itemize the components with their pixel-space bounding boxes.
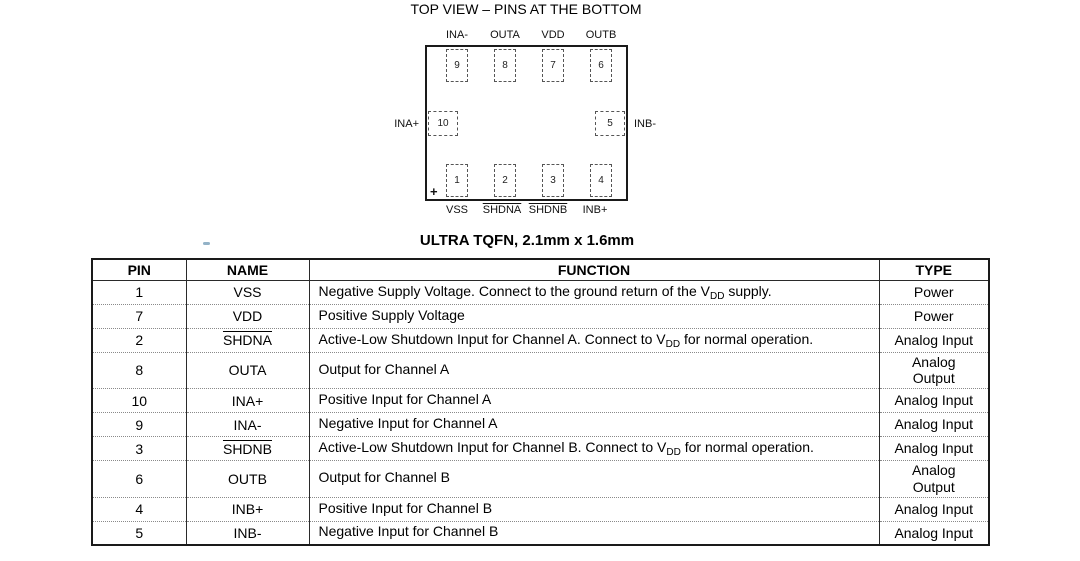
table-row: 5 INB- Negative Input for Channel B Anal… xyxy=(91,520,990,546)
name-cell: SHDNB xyxy=(185,436,310,461)
stray-mark xyxy=(203,242,210,245)
pin-cell: 5 xyxy=(91,520,187,546)
col-header-name: NAME xyxy=(185,259,310,281)
pin-label-inb-plus: INB+ xyxy=(582,204,608,216)
polarity-mark: + xyxy=(430,184,438,199)
function-cell: Output for Channel B xyxy=(308,460,880,498)
function-cell: Output for Channel A xyxy=(308,351,880,389)
pin-cell: 10 xyxy=(91,388,187,413)
name-cell: VDD xyxy=(185,303,310,328)
type-cell: Analog Output xyxy=(878,351,990,389)
function-text: for normal operation. xyxy=(680,330,814,347)
function-cell: Positive Input for Channel A xyxy=(308,388,880,413)
pin-pad-10: 10 xyxy=(428,111,458,136)
name-cell: SHDNA xyxy=(185,327,310,352)
table-row: 3 SHDNB Active-Low Shutdown Input for Ch… xyxy=(91,436,990,461)
function-text: Active-Low Shutdown Input for Channel B.… xyxy=(318,439,667,456)
function-cell: Active-Low Shutdown Input for Channel B.… xyxy=(308,436,880,461)
table-row: 9 INA- Negative Input for Channel A Anal… xyxy=(91,412,990,437)
name-cell: OUTA xyxy=(185,351,310,389)
pin-label-outb: OUTB xyxy=(585,29,617,41)
col-header-pin: PIN xyxy=(91,259,187,281)
function-text: Negative Supply Voltage. Connect to the … xyxy=(318,282,710,299)
function-text: Output for Channel B xyxy=(318,469,451,486)
pin-label-outa: OUTA xyxy=(490,29,520,41)
function-text: Negative Input for Channel B xyxy=(318,523,499,540)
pin-label-vss: VSS xyxy=(445,204,468,216)
type-cell: Analog Input xyxy=(878,412,990,437)
table-row: 8 OUTA Output for Channel A Analog Outpu… xyxy=(91,351,990,389)
name-cell: INB+ xyxy=(185,496,310,522)
pin-pad-9: 9 xyxy=(446,49,468,82)
pin-cell: 3 xyxy=(91,436,187,461)
pin-cell: 2 xyxy=(91,327,187,352)
function-cell: Negative Input for Channel B xyxy=(308,520,880,546)
table-row: 10 INA+ Positive Input for Channel A Ana… xyxy=(91,388,990,413)
type-cell: Power xyxy=(878,303,990,328)
pin-pad-6: 6 xyxy=(590,49,612,82)
name-cell: INB- xyxy=(185,520,310,546)
table-header-row: PIN NAME FUNCTION TYPE xyxy=(91,259,990,281)
function-text: Positive Input for Channel B xyxy=(318,499,493,516)
pin-pad-2: 2 xyxy=(494,164,516,197)
pin-label-vdd: VDD xyxy=(541,29,565,41)
pin-pad-7: 7 xyxy=(542,49,564,82)
vdd-subscript: DD xyxy=(709,290,725,302)
name-cell: INA+ xyxy=(185,388,310,413)
type-cell: Analog Input xyxy=(878,520,990,546)
pin-label-ina-plus: INA+ xyxy=(394,118,419,130)
function-text: Output for Channel A xyxy=(318,360,450,377)
pin-cell: 6 xyxy=(91,460,187,498)
col-header-function: FUNCTION xyxy=(308,259,880,281)
function-cell: Negative Supply Voltage. Connect to the … xyxy=(308,279,880,304)
pin-pad-4: 4 xyxy=(590,164,612,197)
type-cell: Power xyxy=(878,279,990,304)
function-text: Negative Input for Channel A xyxy=(318,415,498,432)
table-row: 7 VDD Positive Supply Voltage Power xyxy=(91,303,990,328)
type-cell: Analog Input xyxy=(878,436,990,461)
pin-pad-5: 5 xyxy=(595,111,625,136)
type-cell: Analog Output xyxy=(878,460,990,498)
function-text: Positive Input for Channel A xyxy=(318,391,492,408)
type-cell: Analog Input xyxy=(878,388,990,413)
function-cell: Negative Input for Channel A xyxy=(308,412,880,437)
pin-cell: 7 xyxy=(91,303,187,328)
function-text: Positive Supply Voltage xyxy=(318,306,465,323)
pin-pad-1: 1 xyxy=(446,164,468,197)
table-row: 2 SHDNA Active-Low Shutdown Input for Ch… xyxy=(91,327,990,352)
function-text: for normal operation. xyxy=(680,439,814,456)
package-outline: 9 8 7 6 10 5 1 2 3 4 + xyxy=(425,45,628,201)
name-cell: OUTB xyxy=(185,460,310,498)
pin-cell: 8 xyxy=(91,351,187,389)
pin-cell: 9 xyxy=(91,412,187,437)
type-cell: Analog Input xyxy=(878,327,990,352)
pin-pad-3: 3 xyxy=(542,164,564,197)
pin-label-inb-minus: INB- xyxy=(634,118,656,130)
vdd-subscript: DD xyxy=(665,338,681,350)
function-text: Active-Low Shutdown Input for Channel A.… xyxy=(318,330,666,347)
function-cell: Positive Supply Voltage xyxy=(308,303,880,328)
table-row: 4 INB+ Positive Input for Channel B Anal… xyxy=(91,496,990,522)
vdd-subscript: DD xyxy=(666,447,681,459)
function-cell: Positive Input for Channel B xyxy=(308,496,880,522)
type-cell: Analog Input xyxy=(878,496,990,522)
pin-cell: 4 xyxy=(91,496,187,522)
col-header-type: TYPE xyxy=(878,259,990,281)
pin-description-table: PIN NAME FUNCTION TYPE 1 VSS Negative Su… xyxy=(91,258,990,547)
function-cell: Active-Low Shutdown Input for Channel A.… xyxy=(308,327,880,352)
name-cell: INA- xyxy=(185,412,310,437)
pin-label-ina-minus: INA- xyxy=(446,29,468,41)
pin-label-shdnb: SHDNB xyxy=(528,204,568,216)
table-row: 6 OUTB Output for Channel B Analog Outpu… xyxy=(91,460,990,498)
table-row: 1 VSS Negative Supply Voltage. Connect t… xyxy=(91,279,990,304)
function-text: supply. xyxy=(724,282,772,299)
pin-label-shdna: SHDNA xyxy=(482,204,522,216)
diagram-title: TOP VIEW – PINS AT THE BOTTOM xyxy=(410,1,642,17)
package-caption: ULTRA TQFN, 2.1mm x 1.6mm xyxy=(419,232,635,249)
name-cell: VSS xyxy=(185,279,310,304)
pin-cell: 1 xyxy=(91,279,187,304)
pin-pad-8: 8 xyxy=(494,49,516,82)
